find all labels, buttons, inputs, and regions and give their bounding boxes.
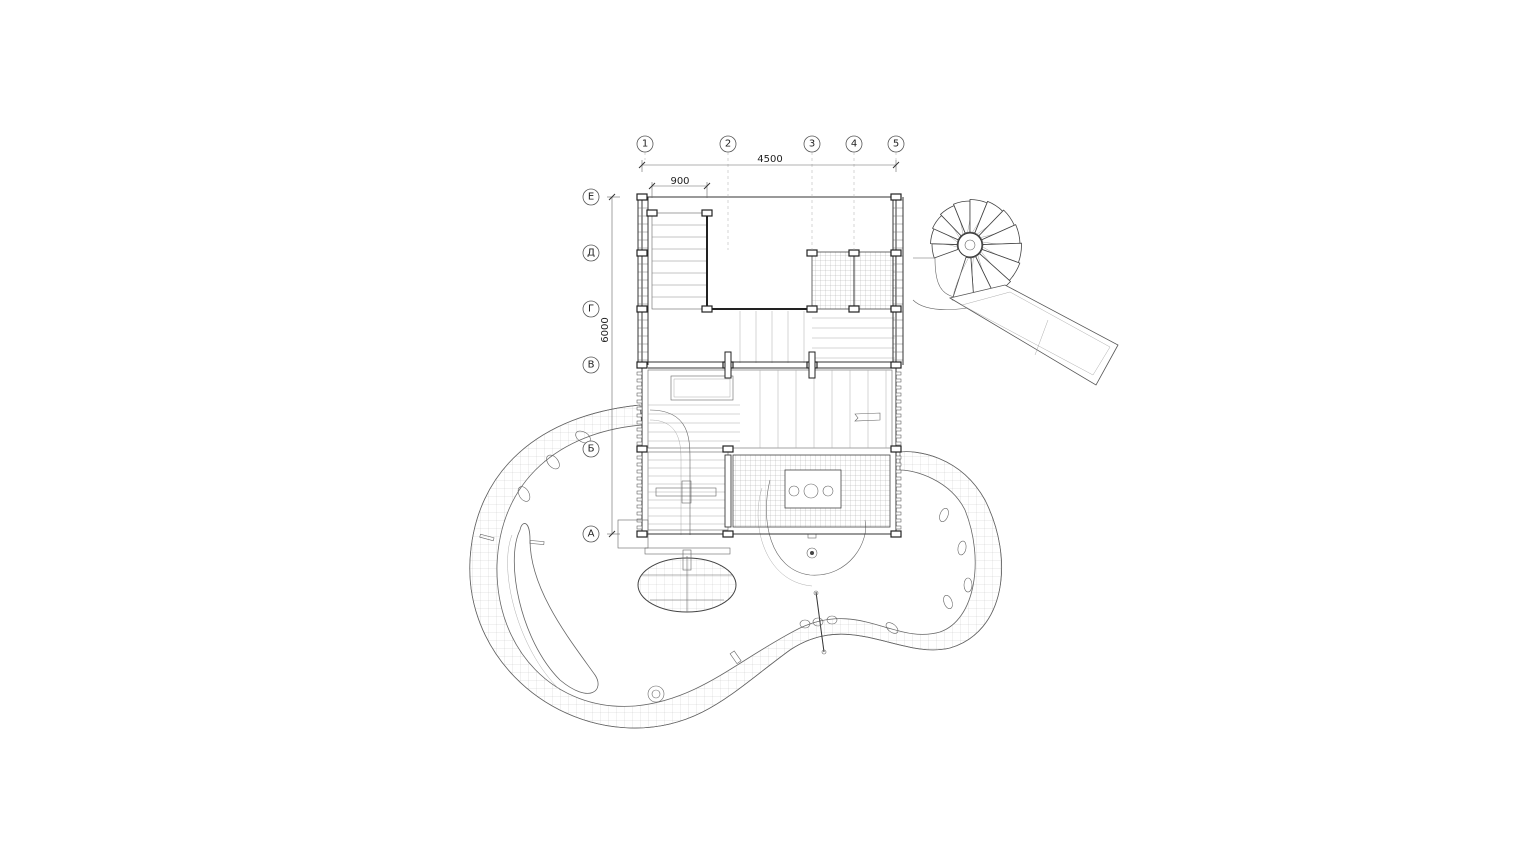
axis-marker-col-1: 1 <box>636 135 654 153</box>
spinner-platform <box>637 547 737 613</box>
dimension-overall-width: 4500 <box>638 154 900 172</box>
axis-marker-row-b: Б <box>582 440 600 458</box>
staircase <box>651 212 810 310</box>
svg-text:В: В <box>588 360 595 371</box>
svg-text:Б: Б <box>588 444 595 455</box>
svg-text:3: 3 <box>809 139 815 150</box>
axis-marker-col-4: 4 <box>845 135 863 153</box>
svg-text:5: 5 <box>893 139 899 150</box>
dimension-label-stair: 900 <box>670 176 689 187</box>
svg-text:4: 4 <box>851 139 857 150</box>
stepping-stones <box>517 430 973 634</box>
axis-marker-row-v: В <box>582 356 600 374</box>
axis-marker-col-5: 5 <box>887 135 905 153</box>
balance-beam <box>799 590 838 655</box>
dimension-label-width: 4500 <box>757 154 782 165</box>
spiral-slide <box>912 199 1119 386</box>
svg-text:2: 2 <box>725 139 731 150</box>
svg-text:Г: Г <box>588 304 594 315</box>
axis-marker-row-a: А <box>582 525 600 543</box>
dimension-overall-depth: 6000 <box>600 193 620 538</box>
axis-marker-col-2: 2 <box>719 135 737 153</box>
safety-surface-path <box>469 404 1002 729</box>
drain-fixture <box>806 533 818 559</box>
axis-marker-row-d: Д <box>582 244 600 262</box>
axis-lines <box>644 152 897 250</box>
axis-marker-row-g: Г <box>582 300 600 318</box>
svg-text:Е: Е <box>588 192 594 203</box>
tower-structure <box>617 193 904 549</box>
round-seat <box>647 685 665 703</box>
axis-marker-col-3: 3 <box>803 135 821 153</box>
dimension-label-depth: 6000 <box>600 317 611 342</box>
path-bench <box>729 650 742 665</box>
dimension-stair-width: 900 <box>648 176 711 198</box>
row-axis-markers: Е Д Г В Б А <box>582 188 600 543</box>
svg-text:А: А <box>588 529 595 540</box>
svg-text:Д: Д <box>587 248 595 259</box>
svg-text:1: 1 <box>642 139 648 150</box>
axis-marker-row-e: Е <box>582 188 600 206</box>
column-axis-markers: 1 2 3 4 5 <box>636 135 905 153</box>
path-markers <box>479 533 545 545</box>
